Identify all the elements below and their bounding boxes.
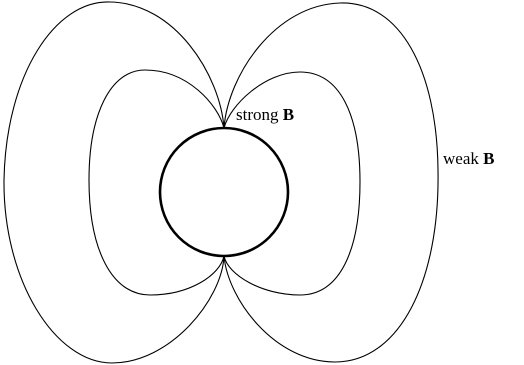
field-line-outer-right: [223, 2, 439, 363]
strong-field-text: strong: [236, 105, 283, 124]
field-line-outer-left: [3, 1, 225, 364]
field-line-inner-right: [223, 71, 361, 296]
weak-field-text: weak: [443, 149, 484, 168]
strong-field-label: strong B: [236, 106, 294, 123]
central-body: [158, 126, 290, 258]
weak-field-symbol: B: [483, 149, 495, 168]
weak-field-label: weak B: [443, 150, 494, 167]
field-line-inner-left: [88, 69, 225, 296]
strong-field-symbol: B: [282, 105, 295, 124]
